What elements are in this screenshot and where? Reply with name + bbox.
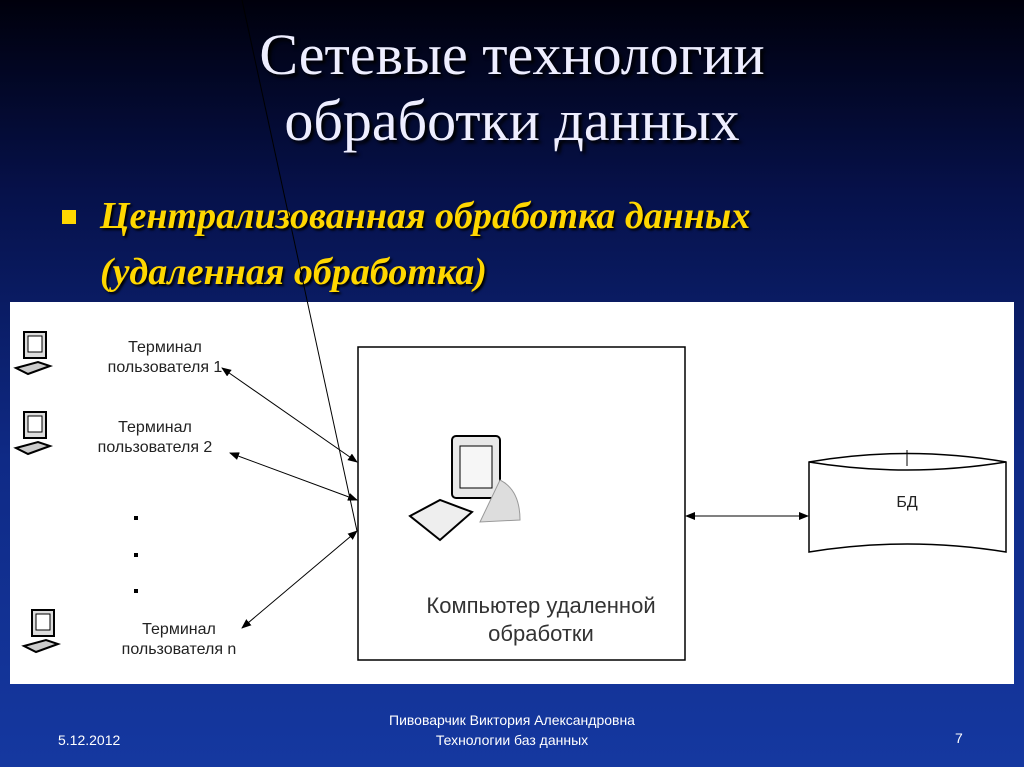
ellipsis-dot bbox=[134, 516, 138, 520]
bullet-marker bbox=[62, 210, 76, 224]
label-line: обработки bbox=[488, 621, 594, 646]
bullet-line-1: Централизованная обработка данных bbox=[100, 195, 751, 237]
label-line: пользователя 2 bbox=[97, 439, 213, 456]
arrow-terminal-2 bbox=[229, 452, 358, 501]
terminal-1-icon bbox=[15, 331, 51, 375]
slide-title: Сетевые технологии обработки данных bbox=[0, 22, 1024, 154]
title-line-1: Сетевые технологии bbox=[259, 22, 765, 87]
label-line: Компьютер удаленной bbox=[426, 593, 656, 618]
label-line: пользователя n bbox=[121, 641, 237, 658]
ellipsis-dot bbox=[134, 589, 138, 593]
bullet-line-2: (удаленная обработка) bbox=[100, 251, 487, 293]
terminal-1-label: Терминал пользователя 1 bbox=[90, 338, 240, 378]
server-label: Компьютер удаленной обработки bbox=[398, 592, 684, 648]
label-line: Терминал bbox=[118, 419, 192, 436]
footer-course: Технологии баз данных bbox=[435, 732, 589, 748]
label-line: Терминал bbox=[142, 621, 216, 638]
footer-date: 5.12.2012 bbox=[58, 732, 121, 748]
footer-author: Пивоварчик Виктория Александровна bbox=[389, 712, 635, 728]
db-label: БД bbox=[896, 494, 918, 511]
ellipsis-dot bbox=[134, 553, 138, 557]
bullet-text: Централизованная обработка данных (удале… bbox=[100, 188, 750, 300]
label-line: Терминал bbox=[128, 339, 202, 356]
label-line: пользователя 1 bbox=[107, 359, 223, 376]
arrow-terminal-1 bbox=[221, 367, 358, 463]
database-cylinder-icon bbox=[808, 450, 1007, 553]
terminal-n-label: Терминал пользователя n bbox=[104, 620, 254, 660]
server-box bbox=[357, 346, 686, 661]
footer-center: Пивоварчик Виктория Александровна Технол… bbox=[312, 710, 712, 750]
title-line-2: обработки данных bbox=[284, 88, 740, 153]
server-computer-icon bbox=[408, 435, 521, 542]
terminal-2-label: Терминал пользователя 2 bbox=[80, 418, 230, 458]
page-number: 7 bbox=[955, 730, 963, 746]
terminal-2-icon bbox=[15, 411, 51, 455]
arrow-terminal-n-stub bbox=[241, 0, 358, 532]
terminal-n-icon bbox=[23, 609, 59, 653]
arrow-terminal-n bbox=[241, 530, 358, 629]
